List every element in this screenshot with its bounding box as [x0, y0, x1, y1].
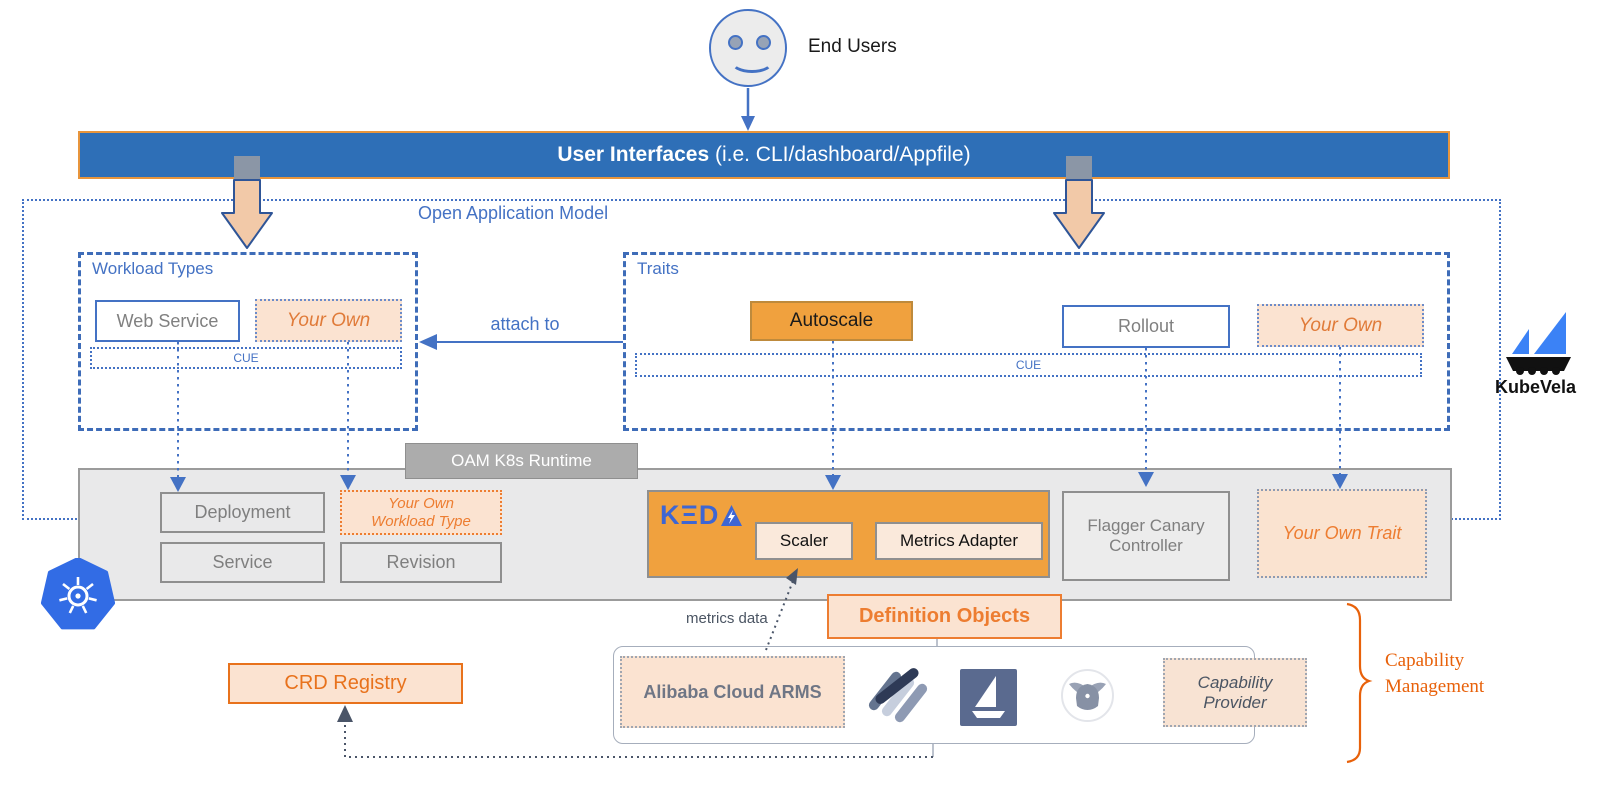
istio-sailboat-icon — [960, 669, 1017, 726]
horned-helmet-icon — [1061, 669, 1114, 722]
banner-title: User Interfaces — [557, 142, 710, 166]
smiley-face-icon — [709, 9, 787, 87]
your-own-trait-box: Your Own Trait — [1257, 489, 1427, 578]
kubernetes-icon — [41, 558, 115, 630]
flagger-canary-controller-box: Flagger Canary Controller — [1062, 491, 1230, 581]
capability-provider-box: Capability Provider — [1163, 658, 1307, 727]
your-own-workload-box: Your Own — [255, 299, 402, 342]
end-users-label: End Users — [808, 36, 897, 57]
your-own-workload-type-box: Your Own Workload Type — [340, 490, 502, 535]
capability-management-label: Capability Management — [1385, 650, 1485, 697]
workload-types-region — [78, 252, 418, 431]
web-service-box: Web Service — [95, 300, 240, 342]
attach-to-label: attach to — [490, 314, 560, 334]
kubevela-label: KubeVela — [1495, 377, 1577, 397]
keda-logo: KΞD — [660, 500, 743, 531]
crd-registry-box: CRD Registry — [228, 663, 463, 704]
autoscale-box: Autoscale — [750, 301, 913, 341]
rollout-box: Rollout — [1062, 305, 1230, 348]
metrics-data-label: metrics data — [686, 610, 768, 627]
striped-hexagon-icon — [868, 668, 928, 723]
smiley-eye-icon — [728, 35, 743, 50]
scaler-box: Scaler — [755, 522, 853, 560]
traits-label: Traits — [637, 259, 679, 278]
workload-types-label: Workload Types — [92, 259, 214, 278]
oam-k8s-runtime-label: OAM K8s Runtime — [405, 443, 638, 479]
keda-triangle-icon — [721, 505, 743, 526]
capability-management-brace — [1346, 602, 1373, 764]
your-own-trait-def-box: Your Own — [1257, 304, 1424, 347]
definition-objects-box: Definition Objects — [827, 594, 1062, 639]
workload-cue-box: CUE — [90, 347, 402, 369]
smiley-mouth-icon — [730, 49, 774, 73]
revision-box: Revision — [340, 542, 502, 583]
deployment-box: Deployment — [160, 492, 325, 533]
traits-cue-box: CUE — [635, 353, 1422, 377]
end-user-arrow — [741, 88, 755, 131]
user-interfaces-banner: User Interfaces (i.e. CLI/dashboard/Appf… — [78, 131, 1450, 179]
open-application-model-label: Open Application Model — [418, 203, 609, 223]
kubevela-sailboat-icon — [1506, 312, 1571, 375]
service-box: Service — [160, 542, 325, 583]
alibaba-cloud-arms-box: Alibaba Cloud ARMS — [620, 656, 845, 728]
metrics-adapter-box: Metrics Adapter — [875, 522, 1043, 560]
traits-region — [623, 252, 1450, 431]
banner-subtitle: (i.e. CLI/dashboard/Appfile) — [709, 142, 971, 166]
smiley-eye-icon — [756, 35, 771, 50]
